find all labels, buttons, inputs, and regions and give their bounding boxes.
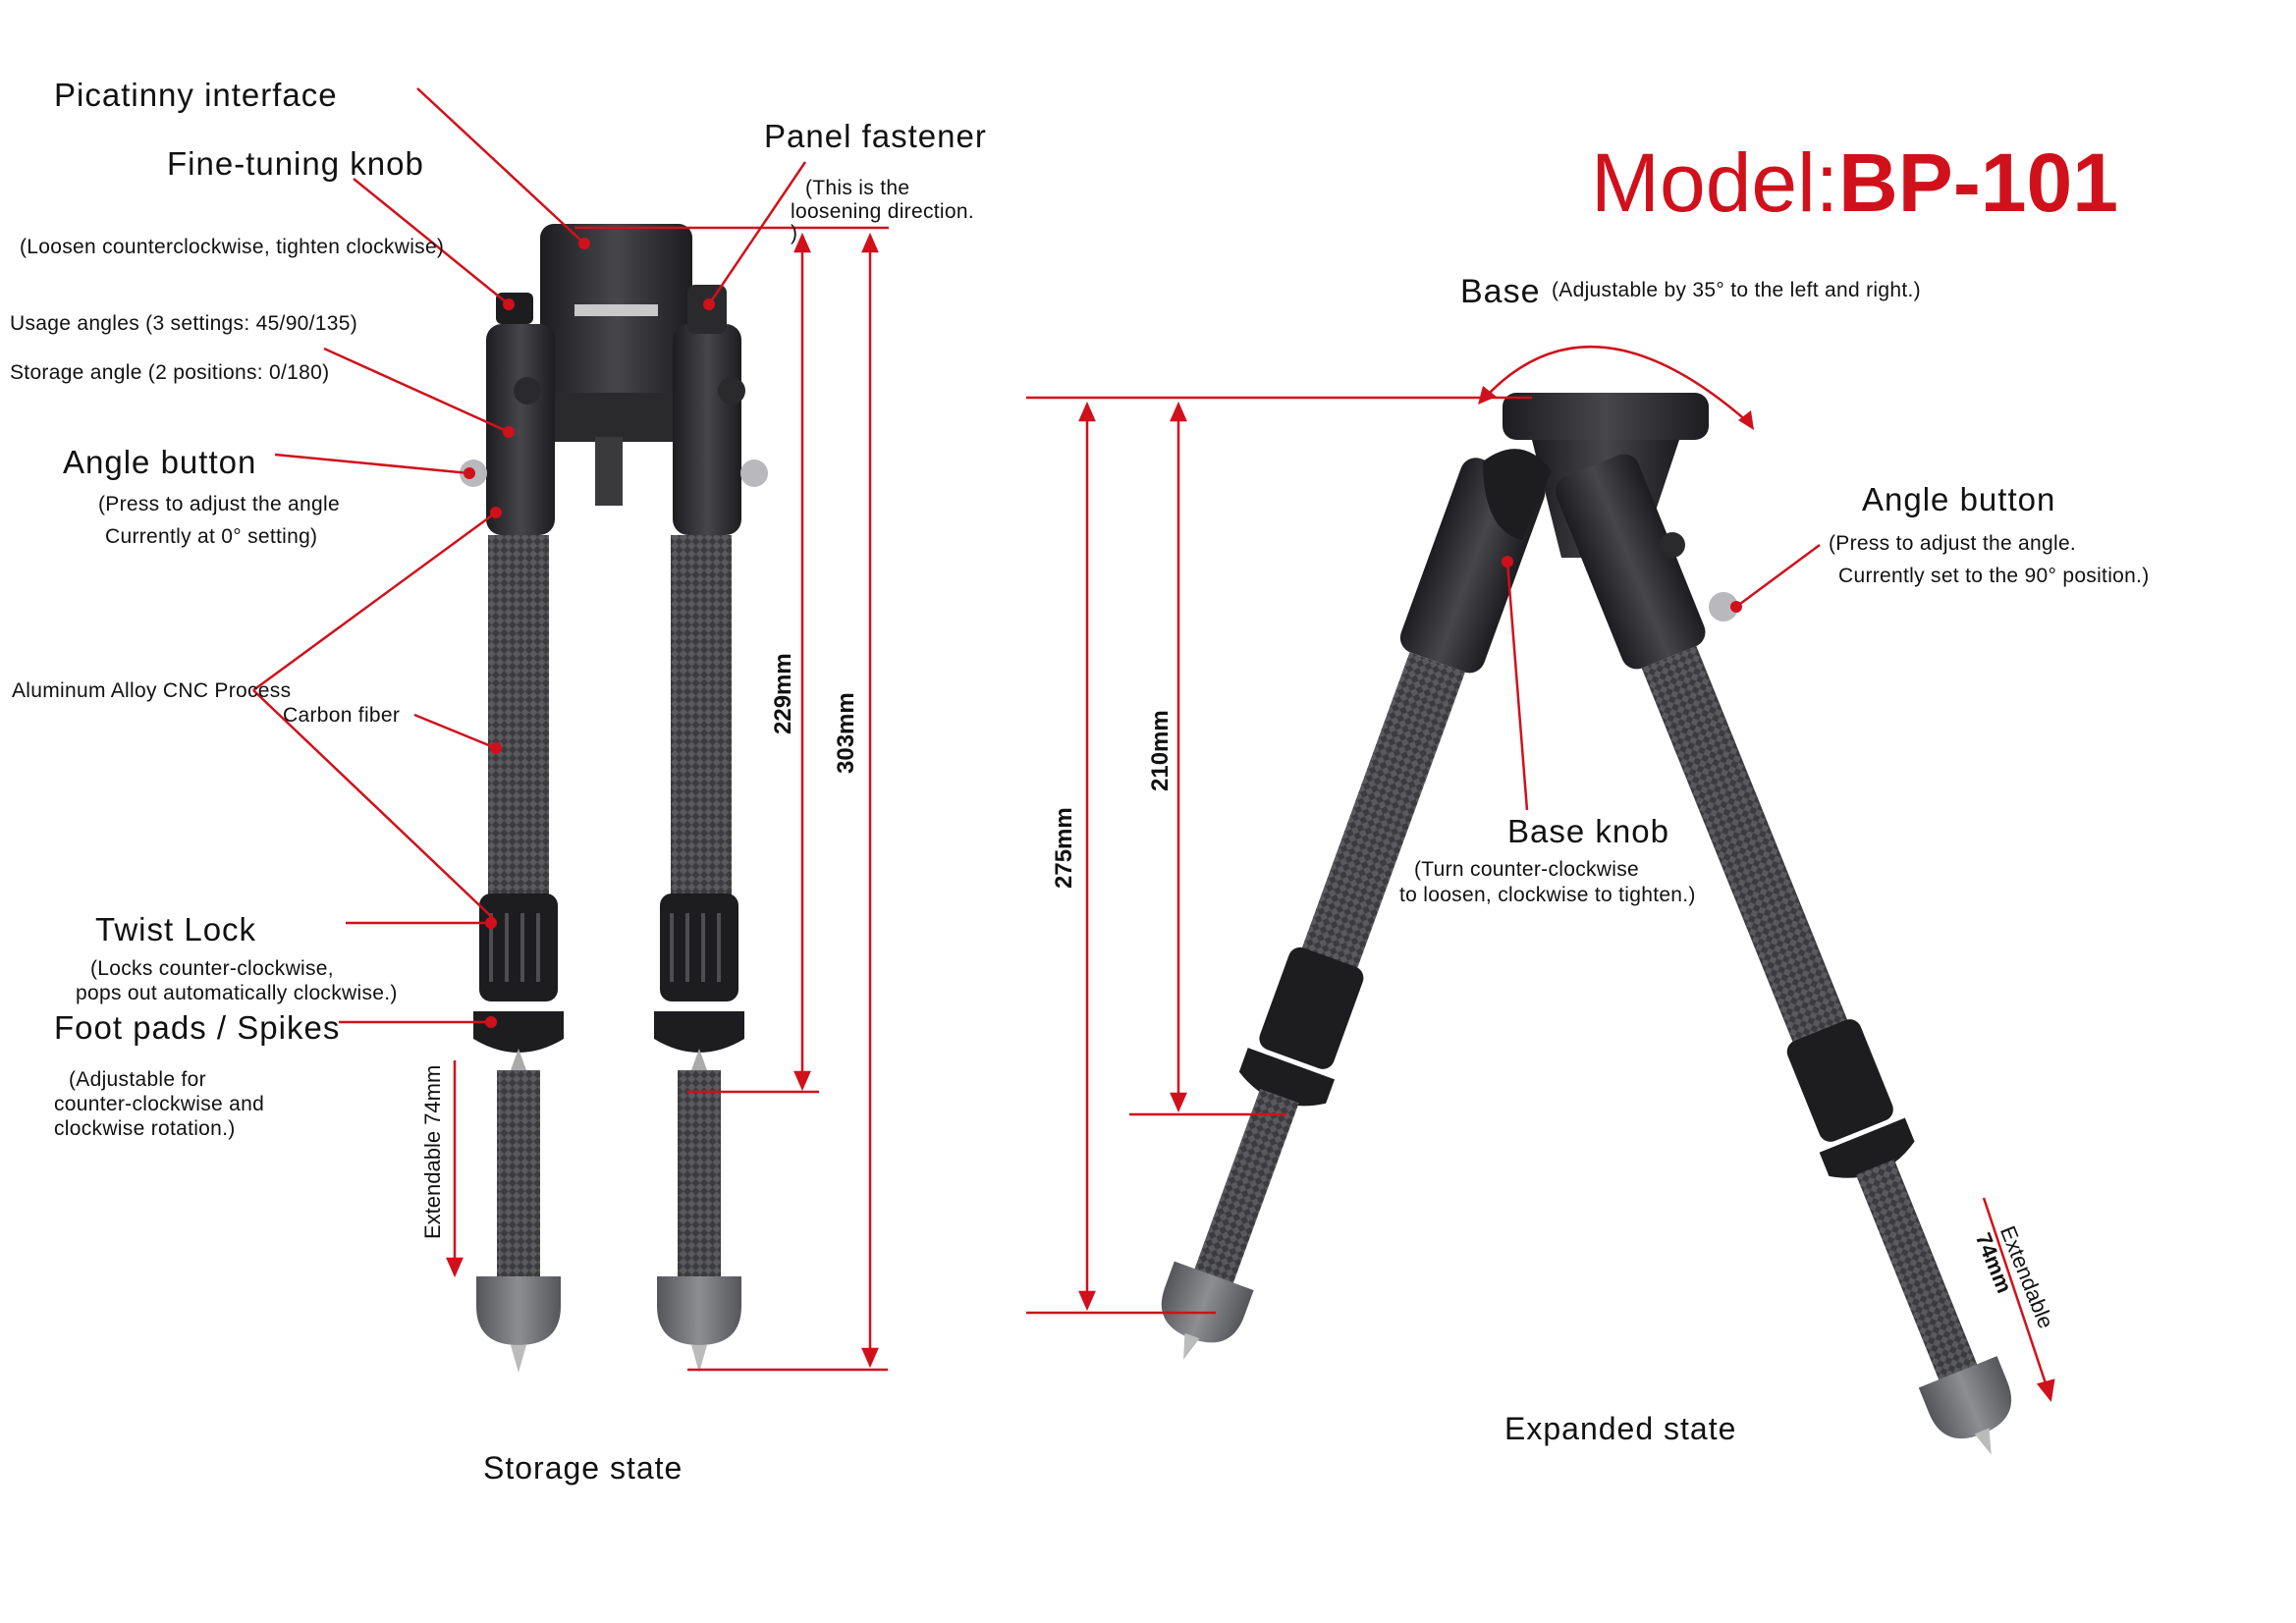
- center-post: [595, 437, 623, 506]
- label-foot-note1: (Adjustable for: [69, 1068, 206, 1091]
- label-panel-note3: ): [791, 222, 798, 244]
- model-title: Model:BP-101: [1591, 135, 2118, 231]
- foot-left: [476, 1276, 561, 1345]
- label-foot-note3: clockwise rotation.): [54, 1117, 236, 1140]
- base-rotation-arc: [1484, 346, 1749, 423]
- angle-button-right: [740, 460, 768, 487]
- dim-275: 275mm: [1051, 807, 1077, 889]
- label-twist-lock-note1: (Locks counter-clockwise,: [90, 957, 334, 980]
- label-panel-note2: loosening direction.: [791, 200, 974, 223]
- label-angle-button-note1: (Press to adjust the angle: [98, 493, 340, 515]
- expanded-leaders: [1505, 543, 1821, 811]
- label-carbon: Carbon fiber: [283, 704, 401, 727]
- expanded-bipod: [1161, 393, 2011, 1455]
- label-usage-angles: Usage angles (3 settings: 45/90/135): [10, 312, 358, 335]
- model-prefix: Model:: [1591, 136, 1839, 229]
- storage-bipod: [460, 224, 768, 1373]
- dim-229: 229mm: [770, 653, 796, 734]
- dim-303: 303mm: [833, 692, 859, 774]
- label-foot-note2: counter-clockwise and: [54, 1093, 265, 1115]
- label-base-knob: Base knob: [1507, 813, 1669, 849]
- storage-dimensions: [446, 226, 889, 1372]
- label-twist-lock: Twist Lock: [95, 911, 257, 947]
- caption-storage: Storage state: [483, 1450, 683, 1486]
- label-base-knob-note1: (Turn counter-clockwise: [1414, 858, 1640, 881]
- label-panel-note1: (This is the: [805, 177, 910, 199]
- caption-expanded: Expanded state: [1504, 1411, 1737, 1446]
- carbon-leg-left: [488, 535, 549, 898]
- label-aluminum: Aluminum Alloy CNC Process: [12, 679, 292, 702]
- label-base: Base: [1460, 273, 1541, 310]
- expanded-dimensions: [1026, 396, 2055, 1402]
- base-knob: [1483, 449, 1552, 540]
- base-mount: [1503, 393, 1709, 440]
- label-angle-note2: Currently set to the 90° position.): [1838, 565, 2150, 587]
- model-number: BP-101: [1838, 136, 2118, 229]
- dim-210: 210mm: [1147, 710, 1174, 791]
- label-extendable-storage: Extendable 74mm: [420, 1064, 445, 1239]
- label-twist-lock-note2: pops out automatically clockwise.): [76, 982, 398, 1004]
- label-angle-button: Angle button: [63, 444, 257, 480]
- label-panel-fastener: Panel fastener: [764, 118, 987, 154]
- label-foot-pads: Foot pads / Spikes: [54, 1009, 341, 1046]
- foot-right: [657, 1276, 741, 1345]
- label-angle-button-expanded: Angle button: [1862, 481, 2056, 517]
- label-base-note: (Adjustable by 35° to the left and right…: [1552, 279, 1921, 301]
- label-picatinny: Picatinny interface: [54, 77, 338, 113]
- storage-leaders: [252, 87, 807, 1024]
- storage-leader-dots: [464, 238, 715, 1028]
- label-storage-angle: Storage angle (2 positions: 0/180): [10, 361, 330, 384]
- label-base-knob-note2: to loosen, clockwise to tighten.): [1399, 884, 1696, 906]
- label-fine-tuning: Fine-tuning knob: [167, 145, 424, 182]
- label-angle-note1: (Press to adjust the angle.: [1829, 532, 2077, 555]
- label-fine-tuning-note: (Loosen counterclockwise, tighten clockw…: [20, 236, 445, 258]
- carbon-leg-right: [671, 535, 732, 898]
- angle-button-expanded: [1709, 592, 1738, 622]
- label-angle-button-note2: Currently at 0° setting): [105, 525, 318, 548]
